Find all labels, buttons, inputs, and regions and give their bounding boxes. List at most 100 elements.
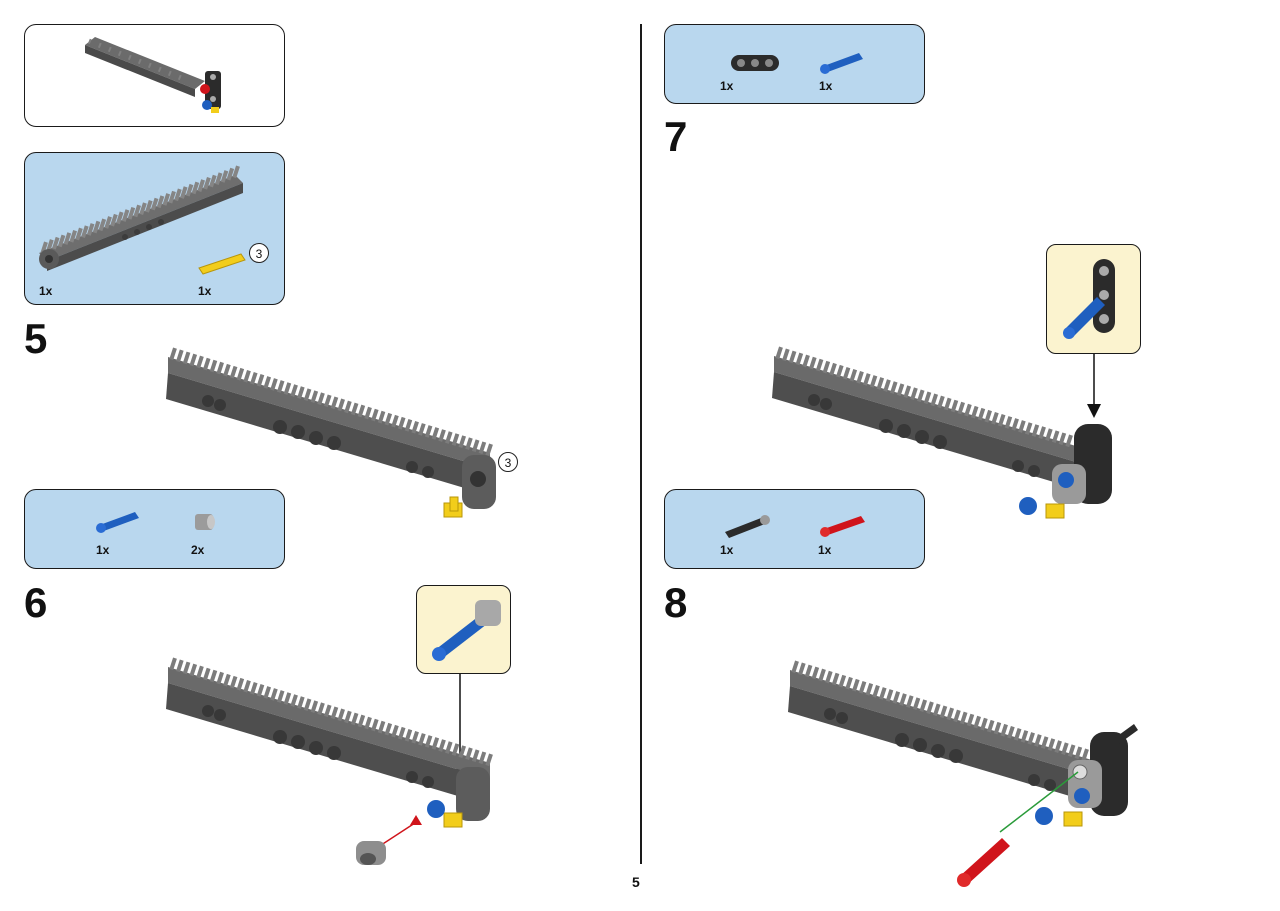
rack-tooth	[970, 405, 979, 419]
step-7-callout	[1046, 244, 1141, 354]
rack-tooth	[890, 381, 898, 394]
rack-tooth	[1074, 746, 1083, 760]
rack-tooth	[892, 691, 901, 704]
rack-tooth	[451, 433, 460, 446]
rack-tooth	[943, 397, 952, 411]
rack-tooth	[411, 421, 419, 434]
rack-tooth	[98, 218, 107, 232]
rack-tooth	[209, 174, 217, 188]
rack-tooth	[263, 376, 272, 389]
rack-tooth	[133, 204, 141, 218]
rack-tooth	[303, 388, 312, 401]
rack-tooth	[209, 359, 218, 373]
rack-tooth	[220, 170, 229, 183]
rack-tooth	[391, 414, 399, 428]
rack-tooth	[856, 371, 864, 384]
rack-tooth	[872, 685, 880, 698]
rack-tooth	[1031, 424, 1040, 437]
rack-tooth	[966, 713, 975, 727]
rack-tooth	[52, 236, 60, 250]
rack-tooth	[283, 692, 292, 705]
rack-tooth	[397, 416, 406, 430]
rack-tooth	[263, 686, 272, 699]
rack-tooth	[371, 718, 379, 732]
rack-tooth	[297, 386, 305, 399]
rack-tooth	[811, 666, 820, 680]
rack-tooth	[885, 689, 894, 702]
rack-tooth	[1038, 426, 1046, 439]
rack-tooth	[883, 379, 891, 392]
rack-tooth	[229, 365, 238, 379]
rack-tooth	[104, 216, 112, 229]
rack-tooth	[876, 377, 885, 390]
gear-rack-part-icon	[39, 165, 243, 271]
rack-tooth	[92, 220, 101, 234]
rack-tooth	[357, 714, 366, 728]
rack-tooth	[863, 373, 871, 386]
rack-tooth	[169, 657, 177, 671]
rack-tooth	[852, 678, 860, 692]
rack-tooth	[196, 665, 204, 679]
rack-tooth	[330, 706, 339, 720]
rack-tooth	[310, 700, 319, 714]
rack-tooth	[236, 677, 245, 691]
rack-tooth	[110, 213, 118, 227]
rack-tooth	[946, 707, 955, 721]
rack-tooth	[1061, 742, 1069, 755]
rack-tooth	[858, 680, 867, 694]
rack-tooth	[919, 699, 928, 713]
rack-tooth	[121, 209, 130, 222]
rack-tooth	[926, 701, 934, 715]
length-badge: 3	[498, 452, 518, 472]
rack-tooth	[431, 737, 440, 750]
rack-tooth	[209, 669, 218, 683]
rack-tooth	[86, 223, 95, 236]
rack-tooth	[196, 355, 204, 369]
rack-tooth	[317, 392, 325, 406]
rack-tooth	[997, 414, 1006, 427]
rack-tooth	[917, 389, 925, 403]
rack-tooth	[849, 369, 858, 382]
rack-tooth	[270, 688, 278, 701]
rack-tooth	[185, 183, 194, 197]
rack-tooth	[485, 753, 493, 767]
rack-tooth	[216, 671, 224, 685]
rack-tooth	[344, 400, 352, 414]
step-number: 5	[24, 315, 48, 362]
rack-tooth	[903, 385, 912, 399]
rack-tooth	[404, 728, 413, 742]
rack-tooth	[1000, 723, 1008, 737]
rack-tooth	[1020, 730, 1029, 743]
rack-tooth	[798, 662, 806, 676]
rack-tooth	[182, 351, 191, 365]
rack-tooth	[197, 179, 205, 192]
rack-tooth	[145, 200, 153, 213]
rack-tooth	[1013, 728, 1022, 741]
rack-tooth	[424, 735, 433, 748]
rack-tooth	[458, 745, 467, 758]
rack-tooth	[337, 708, 345, 722]
rack-tooth	[290, 694, 298, 707]
rack-tooth	[445, 431, 453, 444]
rack-tooth	[836, 364, 844, 378]
rack-tooth	[156, 195, 165, 209]
rack-tooth	[317, 702, 325, 716]
axle-part-icon	[198, 253, 246, 275]
rack-tooth	[232, 165, 240, 179]
rack-tooth	[350, 402, 359, 416]
rack-tooth	[465, 747, 473, 761]
rack-tooth	[818, 668, 826, 682]
rack-tooth	[869, 375, 878, 388]
step-7-parts-box: 1x 1x	[664, 24, 925, 104]
rack-tooth	[1047, 738, 1056, 751]
rack-tooth	[478, 751, 487, 765]
rack-tooth	[939, 705, 948, 719]
rack-tooth	[845, 676, 853, 690]
rack-tooth	[391, 724, 399, 738]
rack-tooth	[168, 190, 176, 204]
rack-tooth	[937, 395, 945, 409]
rack-tooth	[229, 675, 238, 689]
rack-tooth	[1027, 732, 1035, 745]
rack-tooth	[977, 407, 986, 421]
rack-tooth	[397, 726, 406, 740]
